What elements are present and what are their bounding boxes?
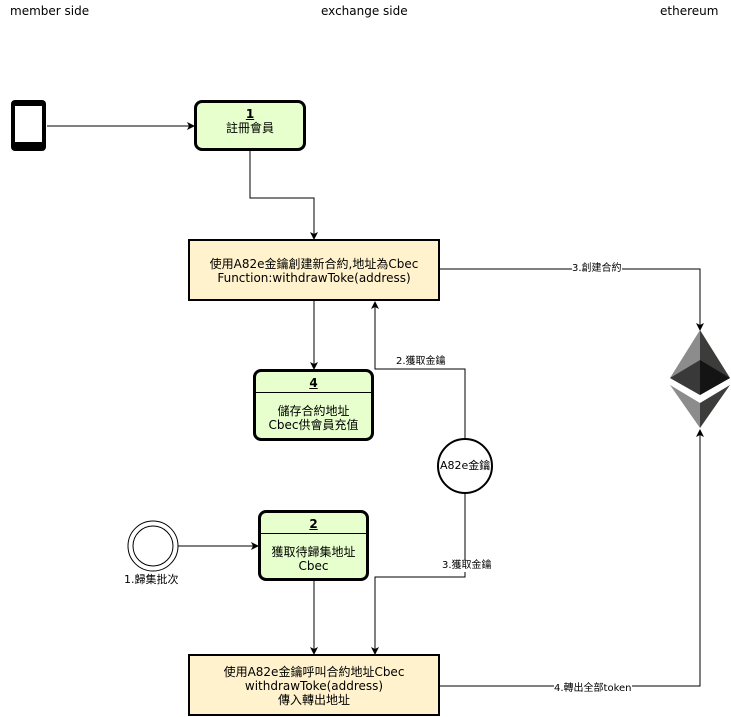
step-number: 2 (309, 517, 318, 531)
create-contract-box[interactable]: 使用A82e金鑰創建新合約,地址為Cbec Function:withdrawT… (188, 239, 440, 301)
call-contract-line1: 使用A82e金鑰呼叫合約地址Cbec (223, 665, 405, 679)
call-contract-line3: 傳入轉出地址 (277, 693, 350, 707)
key-circle (437, 438, 493, 494)
call-contract-line2: withdrawToke(address) (244, 679, 384, 693)
lane-ethereum-label: ethereum (660, 4, 719, 18)
create-contract-line2: Function:withdrawToke(address) (217, 271, 411, 285)
lane-member-label: member side (10, 4, 90, 18)
edge-key-to-create (371, 301, 466, 438)
ethereum-logo-icon (670, 330, 730, 428)
fetch-address-line2: Cbec (298, 559, 329, 573)
box-divider (256, 392, 371, 394)
step-number: 4 (309, 376, 318, 390)
register-member-label: 註冊會員 (225, 121, 274, 135)
store-contract-line1: 儲存合約地址 (277, 404, 350, 418)
box-divider (261, 533, 366, 535)
key-label: A82e金鑰 (440, 459, 491, 472)
edge-label-create-contract: 3.創建合約 (572, 263, 622, 275)
fetch-address-line1: 獲取待歸集地址 (271, 545, 356, 559)
store-contract-line2: Cbec供會員充值 (268, 418, 359, 432)
store-contract-box[interactable]: 4 儲存合約地址 Cbec供會員充值 (253, 369, 374, 441)
edge-label-get-key-3: 3.獲取金鑰 (442, 560, 492, 572)
edge-label-get-key-2: 2.獲取金鑰 (396, 356, 446, 368)
fetch-address-box[interactable]: 2 獲取待歸集地址 Cbec (258, 510, 369, 581)
edge-key-to-call (371, 494, 466, 655)
batch-event-icon (127, 520, 179, 572)
create-contract-line1: 使用A82e金鑰創建新合約,地址為Cbec (209, 257, 419, 271)
lane-exchange-label: exchange side (321, 4, 408, 18)
register-member-box[interactable]: 1 註冊會員 (194, 100, 306, 151)
edge-label-transfer-all: 4.轉出全部token (554, 683, 632, 695)
edge-register-to-create (249, 151, 318, 240)
step-number: 1 (245, 107, 255, 121)
batch-label: 1.歸集批次 (124, 573, 179, 586)
edge-call-to-eth (440, 429, 704, 687)
smartphone-icon (11, 100, 46, 151)
call-contract-box[interactable]: 使用A82e金鑰呼叫合約地址Cbec withdrawToke(address)… (188, 654, 440, 716)
edge-create-to-eth (440, 268, 704, 331)
